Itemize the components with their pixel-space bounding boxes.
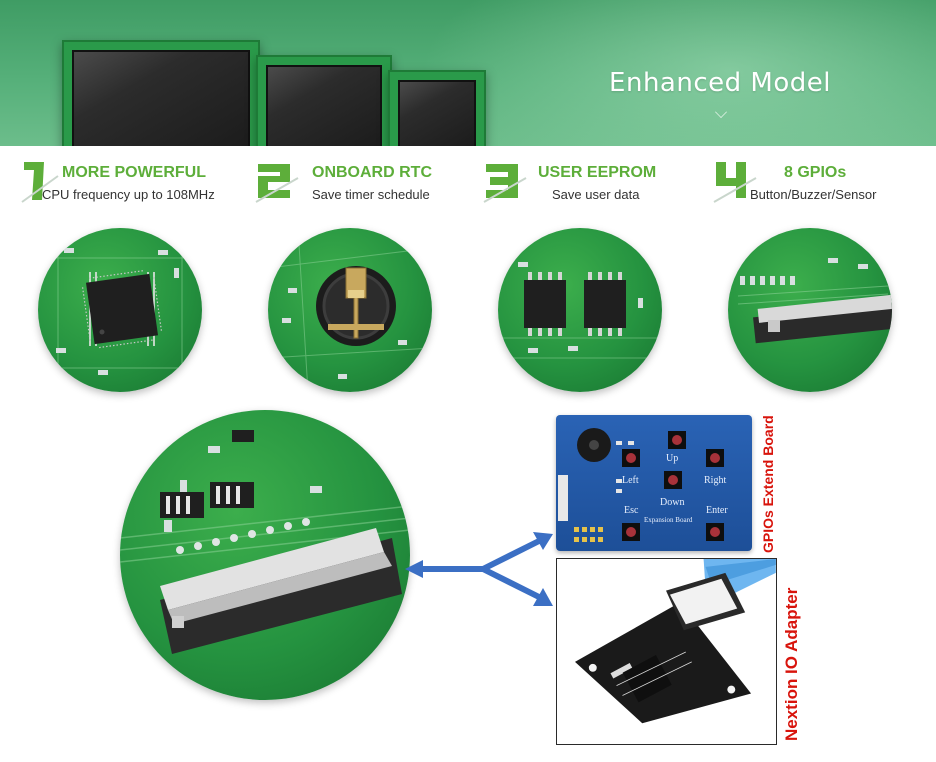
number-two-icon [255, 164, 299, 203]
number-one-icon [21, 162, 59, 203]
button-enter-label: Enter [706, 505, 728, 516]
feature-eeprom: USER EEPROM Save user data [482, 156, 682, 210]
feature-subtitle: CPU frequency up to 108MHz [42, 187, 215, 202]
feature-subtitle: Button/Buzzer/Sensor [750, 187, 877, 202]
feature-title: MORE POWERFUL [62, 164, 206, 181]
feature-title: ONBOARD RTC [312, 164, 432, 181]
feature-rtc: ONBOARD RTC Save timer schedule [254, 156, 454, 210]
split-arrow-icon [405, 532, 553, 606]
gpio-expansion-board: Up Left Right Down Esc Enter Expansion B… [556, 415, 752, 551]
button-left-label: Left [622, 475, 639, 486]
io-adapter-frame [556, 558, 777, 745]
feature-title: USER EEPROM [538, 164, 657, 181]
rtc-photo [268, 228, 432, 392]
button-up-label: Up [666, 453, 679, 464]
board-name: Expansion Board [644, 516, 693, 524]
feature-subtitle: Save timer schedule [312, 187, 430, 202]
eeprom-photo [498, 228, 662, 392]
io-adapter-label: Nextion IO Adapter [782, 587, 801, 741]
display-small [388, 70, 486, 146]
display-medium [256, 55, 392, 146]
number-three-icon [483, 164, 527, 203]
display-large [62, 40, 260, 146]
banner-title: Enhanced Model [609, 68, 831, 98]
cpu-photo [38, 228, 202, 392]
feature-title: 8 GPIOs [784, 164, 847, 181]
feature-subtitle: Save user data [552, 187, 640, 202]
number-four-icon [713, 162, 757, 203]
button-right-label: Right [704, 475, 727, 486]
feature-cpu: MORE POWERFUL CPU frequency up to 108MHz [18, 156, 238, 210]
hero-banner: Enhanced Model [0, 0, 936, 146]
button-esc-label: Esc [624, 505, 639, 516]
feature-gpio: 8 GPIOs Button/Buzzer/Sensor [712, 156, 912, 210]
gpio-board-label: GPIOs Extend Board [760, 415, 776, 553]
banner-light [420, 0, 936, 146]
gpio-photo [728, 228, 892, 392]
button-down-label: Down [660, 497, 685, 508]
connector-closeup [120, 410, 410, 700]
